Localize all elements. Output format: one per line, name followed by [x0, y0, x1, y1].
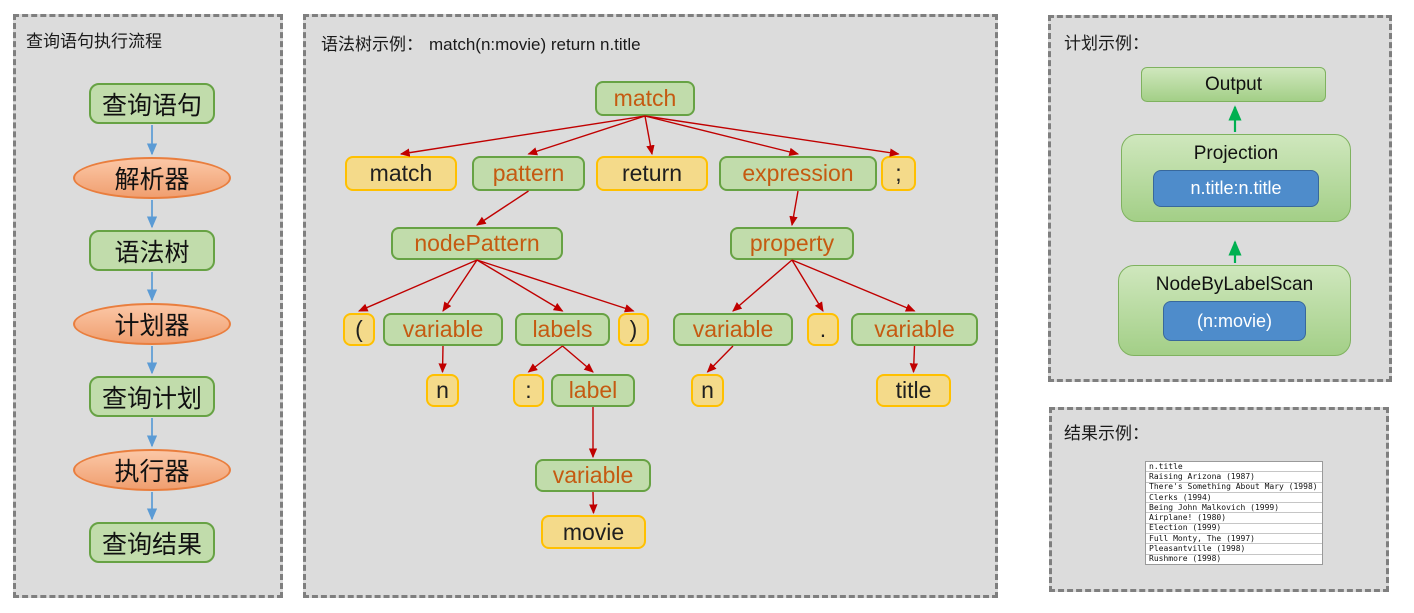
tree-node-variable-1: variable — [383, 313, 503, 346]
result-panel-title: 结果示例： — [1064, 424, 1149, 443]
tree-node-variable-2: variable — [673, 313, 793, 346]
tree-node-label: label — [551, 374, 635, 407]
tree-node-labels: labels — [515, 313, 610, 346]
tree-node-colon: : — [513, 374, 544, 407]
syntax-tree-panel: 语法树示例：match(n:movie) return n.title matc… — [303, 14, 998, 598]
tree-node-title: title — [876, 374, 951, 407]
plan-nodebylabelscan-label: NodeByLabelScan — [1155, 274, 1314, 295]
flow-panel-title: 查询语句执行流程 — [26, 32, 162, 51]
tree-node-expression: expression — [719, 156, 877, 191]
tree-node-pattern: pattern — [472, 156, 585, 191]
result-row-9: Pleasantville (1998) — [1146, 543, 1322, 553]
plan-projection-box: Projection n.title:n.title — [1121, 134, 1351, 222]
tree-node-root: match — [595, 81, 695, 116]
tree-node-variable-4: variable — [535, 459, 651, 492]
result-row-3: There's Something About Mary (1998) — [1146, 481, 1322, 492]
plan-nodebylabelscan-detail: (n:movie) — [1163, 301, 1306, 341]
result-row-5: Being John Malkovich (1999) — [1146, 502, 1322, 512]
tree-node-kw-match: match — [345, 156, 457, 191]
plan-panel-title: 计划示例： — [1064, 34, 1149, 53]
tree-node-rparen: ) — [618, 313, 649, 346]
tree-node-lparen: ( — [343, 313, 375, 346]
syntax-tree-title-query: match(n:movie) return n.title — [429, 35, 641, 54]
result-row-2: Raising Arizona (1987) — [1146, 471, 1322, 481]
flow-step-1: 查询语句 — [89, 83, 215, 124]
flow-step-5: 查询计划 — [89, 376, 215, 417]
plan-projection-label: Projection — [1193, 143, 1279, 164]
tree-node-property: property — [730, 227, 854, 260]
flow-step-6: 执行器 — [73, 449, 231, 491]
plan-nodebylabelscan-box: NodeByLabelScan (n:movie) — [1118, 265, 1351, 356]
flow-step-4: 计划器 — [73, 303, 231, 345]
result-row-4: Clerks (1994) — [1146, 491, 1322, 502]
result-row-6: Airplane! (1980) — [1146, 512, 1322, 522]
plan-panel: 计划示例： Output Projection n.title:n.title … — [1048, 15, 1392, 382]
syntax-tree-title-prefix: 语法树示例： — [321, 35, 423, 54]
syntax-tree-title: 语法树示例： match(n:movie) return n.title — [321, 30, 641, 55]
tree-node-semicolon: ; — [881, 156, 916, 191]
flow-panel: 查询语句执行流程 查询语句解析器语法树计划器查询计划执行器查询结果 — [13, 14, 283, 598]
plan-projection-detail: n.title:n.title — [1153, 170, 1319, 207]
plan-output-box: Output — [1141, 67, 1326, 102]
flow-step-3: 语法树 — [89, 230, 215, 271]
result-row-1: n.title — [1149, 462, 1183, 471]
tree-node-kw-return: return — [596, 156, 708, 191]
tree-node-n-2: n — [691, 374, 724, 407]
result-row-7: Election (1999) — [1146, 522, 1322, 533]
flow-step-2: 解析器 — [73, 157, 231, 199]
tree-node-nodePattern: nodePattern — [391, 227, 563, 260]
result-row-8: Full Monty, The (1997) — [1146, 533, 1322, 543]
tree-node-n-1: n — [426, 374, 459, 407]
flow-step-7: 查询结果 — [89, 522, 215, 563]
tree-node-movie: movie — [541, 515, 646, 549]
tree-node-dot: . — [807, 313, 839, 346]
result-row-10: Rushmore (1998) — [1146, 553, 1322, 564]
tree-node-variable-3: variable — [851, 313, 978, 346]
